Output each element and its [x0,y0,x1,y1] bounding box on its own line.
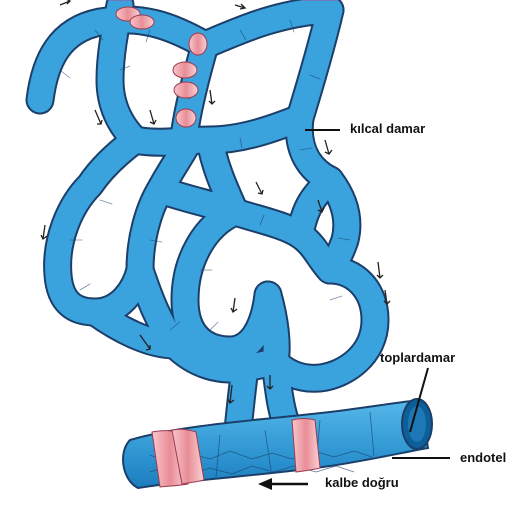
label-capillary: kılcal damar [350,121,425,136]
to-heart-arrow [258,478,308,490]
label-to-heart: kalbe doğru [325,475,399,490]
capillary-network [40,5,375,430]
label-vein: toplardamar [380,350,455,365]
label-endothelium: endotel [460,450,506,465]
